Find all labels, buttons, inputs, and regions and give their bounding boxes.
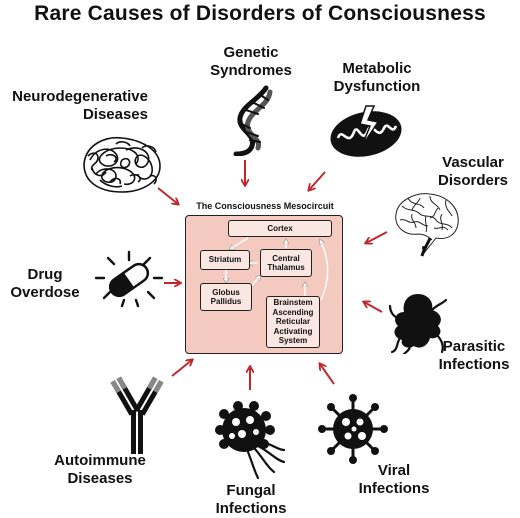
label-fungal: Fungal Infections [196, 482, 306, 518]
label-line: Drug [27, 266, 63, 283]
page-title: Rare Causes of Disorders of Consciousnes… [34, 2, 486, 25]
arrow-vascular [366, 231, 388, 243]
label-line: Infections [438, 356, 510, 373]
label-line: Disorders [437, 172, 509, 189]
node-brainstem-aras: Brainstem Ascending Reticular Activating… [266, 296, 320, 348]
node-striatum-label: Striatum [208, 255, 242, 265]
node-striatum: Striatum [200, 250, 250, 270]
node-central-thalamus: Central Thalamus [260, 249, 312, 277]
label-line: Dysfunction [333, 78, 421, 95]
node-thalamus-line: Thalamus [267, 263, 305, 272]
label-line: Autoimmune [54, 452, 146, 469]
label-line: Vascular [442, 154, 504, 171]
label-line: Genetic [223, 44, 279, 61]
label-line: Fungal [226, 482, 276, 499]
node-brainstem-line: Reticular [275, 317, 311, 327]
arrow-autoimmune [171, 360, 192, 377]
label-vascular: Vascular Disorders [428, 154, 518, 190]
label-line: Viral [377, 462, 411, 479]
node-pallidus-line: Pallidus [210, 297, 242, 306]
node-brainstem-line: System [278, 336, 308, 346]
arrow-metabolic [309, 171, 326, 190]
exploding-pill-icon [94, 250, 164, 308]
arrow-viral [320, 364, 335, 385]
node-thalamus-line: Central [272, 253, 300, 263]
label-line: Diseases [67, 470, 133, 487]
fungus-icon [215, 401, 286, 480]
label-genetic: Genetic Syndromes [196, 44, 306, 80]
label-line: Infections [215, 500, 287, 517]
parasite-icon [388, 294, 448, 354]
label-line: Parasitic [442, 338, 506, 355]
mesocircuit-title: The Consciousness Mesocircuit [196, 201, 334, 211]
damaged-mitochondrion-icon [330, 105, 402, 157]
label-metabolic: Metabolic Dysfunction [322, 60, 432, 96]
node-pallidus-line: Globus [212, 287, 240, 297]
dna-helix-icon [233, 85, 273, 156]
node-brainstem-line: Ascending [272, 307, 314, 317]
label-line: Overdose [10, 284, 80, 301]
antibody-icon [110, 376, 164, 454]
label-line: Syndromes [210, 62, 292, 79]
label-drug: Drug Overdose [0, 266, 90, 302]
label-viral: Viral Infections [344, 462, 444, 498]
arrow-parasitic [364, 302, 383, 313]
label-neurodegenerative: Neurodegenerative Diseases [0, 88, 148, 124]
node-brainstem-line: Activating [273, 326, 313, 336]
node-cortex: Cortex [228, 220, 332, 237]
node-brainstem-line: Brainstem [273, 298, 313, 308]
label-line: Infections [358, 480, 430, 497]
virus-icon [318, 394, 388, 464]
label-line: Diseases [82, 106, 148, 123]
label-line: Neurodegenerative [12, 88, 148, 105]
label-parasitic: Parasitic Infections [428, 338, 520, 374]
node-globus-pallidus: Globus Pallidus [200, 283, 252, 311]
arrow-neurodegenerative [157, 187, 178, 204]
tangled-protein-icon [83, 136, 161, 193]
brain-vasculature-icon [395, 193, 459, 257]
label-autoimmune: Autoimmune Diseases [40, 452, 160, 488]
node-cortex-label: Cortex [267, 223, 293, 233]
label-line: Metabolic [342, 60, 412, 77]
